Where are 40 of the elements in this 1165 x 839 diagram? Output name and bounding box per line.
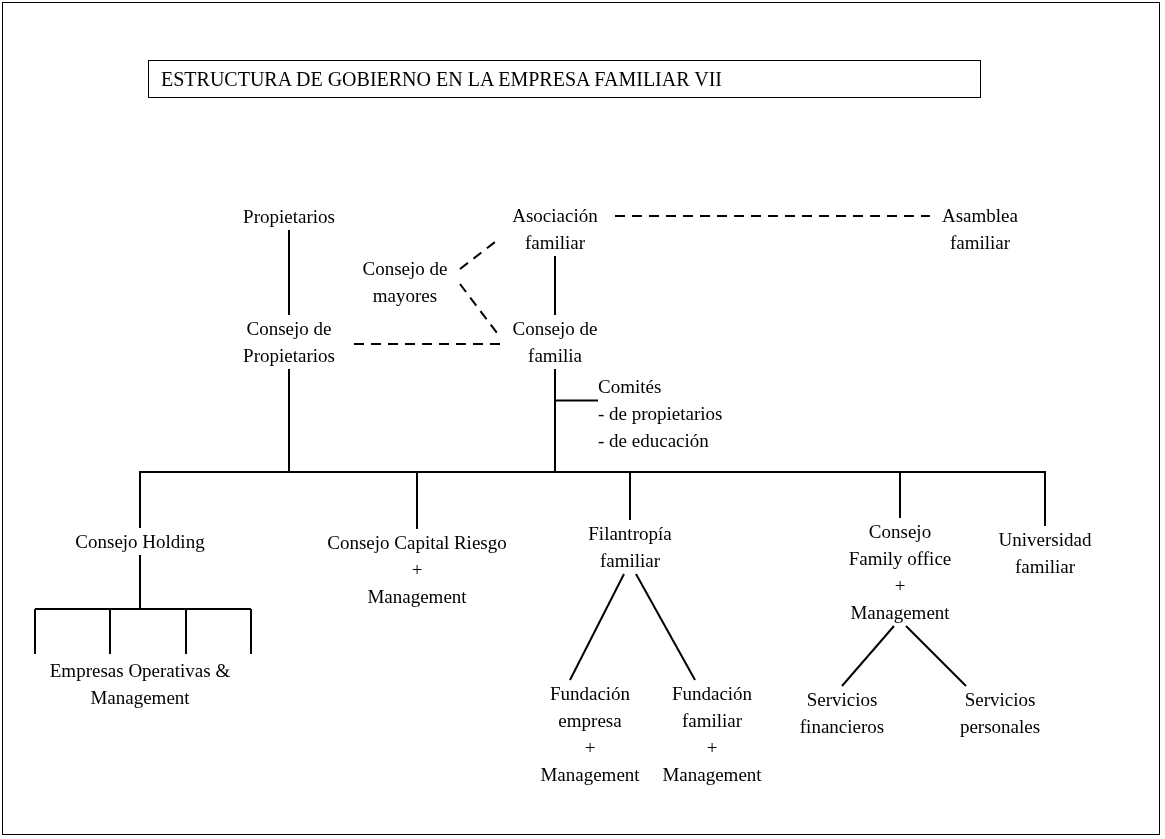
dashed-connector — [459, 241, 496, 270]
unit-label: Consejo Holding — [75, 530, 205, 554]
unit-label: + — [411, 558, 423, 582]
connector-line — [554, 255, 556, 316]
unit-label: Management — [367, 585, 467, 609]
unit-label: Family office — [848, 547, 952, 571]
unit-label: Universidad familiar — [997, 528, 1093, 579]
unit-label: Propietarios — [243, 205, 335, 229]
connector-line — [288, 229, 290, 316]
unit-label: Consejo Capital Riesgo — [327, 531, 507, 555]
unit-label: Consejo — [868, 520, 932, 544]
unit-label: Fundación empresa — [548, 682, 632, 733]
title: ESTRUCTURA DE GOBIERNO EN LA EMPRESA FAMILIAR VII — [148, 60, 981, 98]
unit-label: - de educación — [598, 429, 709, 453]
unit-label: Management — [540, 763, 640, 787]
unit-label: Filantropía familiar — [587, 522, 673, 573]
unit-label: Asamblea familiar — [941, 204, 1019, 255]
unit-label: Consejo de Propietarios — [242, 317, 336, 368]
unit-label: Consejo de mayores — [361, 257, 449, 308]
connector-line — [635, 573, 696, 681]
unit-label: Management — [850, 601, 950, 625]
unit-label: + — [894, 574, 906, 598]
unit-label: - de propietarios — [598, 402, 723, 426]
unit-label: + — [584, 736, 596, 760]
connector-line — [905, 625, 967, 687]
unit-label: Consejo de familia — [511, 317, 599, 368]
unit-label: Management — [662, 763, 762, 787]
connector-line — [841, 625, 895, 687]
unit-label: Comités — [598, 375, 662, 399]
unit-label: Fundación familiar — [670, 682, 754, 733]
unit-label: Servicios financieros — [798, 688, 886, 739]
unit-label: Asociación familiar — [511, 204, 599, 255]
unit-label: Servicios personales — [958, 688, 1042, 739]
dashed-connector — [614, 215, 931, 217]
unit-label: Empresas Operativas & Management — [48, 659, 232, 710]
unit-label: + — [706, 736, 718, 760]
connector-line — [34, 554, 252, 655]
dashed-connector — [353, 343, 501, 345]
connector-line — [554, 368, 1046, 527]
connector-line — [569, 573, 625, 681]
